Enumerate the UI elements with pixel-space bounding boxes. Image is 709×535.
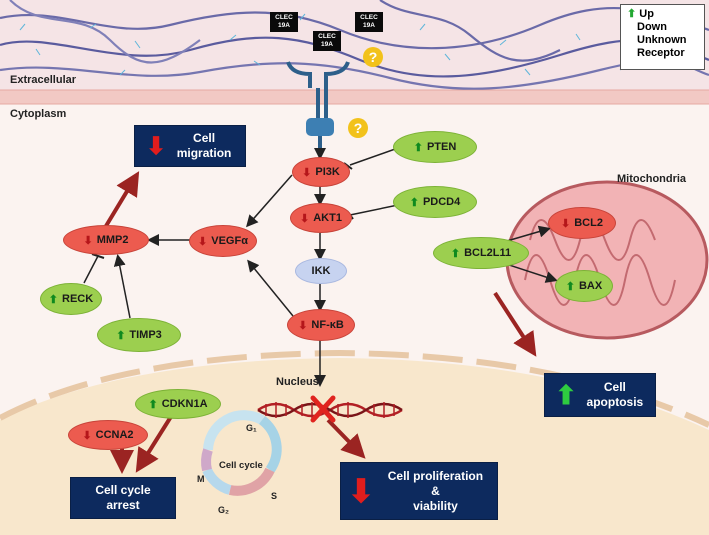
ccna2-label: CCNA2: [95, 429, 134, 441]
cell-apoptosis-box: ⬆ Cell apoptosis: [544, 373, 656, 417]
up-arrow-icon: ⬆: [409, 196, 419, 209]
cell-cycle-s: S: [271, 491, 278, 501]
bax-label: BAX: [578, 280, 603, 292]
mmp2-node: ⬇MMP2: [63, 225, 149, 255]
ikk-label: IKK: [311, 265, 331, 277]
pten-node: ⬆PTEN: [393, 131, 477, 163]
nfkb-label: NF-κB: [311, 319, 344, 331]
mitochondria-label: Mitochondria: [617, 173, 687, 185]
bax-node: ⬆BAX: [555, 270, 613, 302]
cell-proliferation-line2: &: [431, 483, 440, 498]
timp3-node: ⬆TIMP3: [97, 318, 181, 352]
cdkn1a-label: CDKN1A: [161, 398, 208, 410]
nfkb-node: ⬇NF-κB: [287, 309, 355, 341]
legend-unknown-label: Unknown: [637, 34, 687, 46]
cell-proliferation-text: Cell proliferation & viability: [380, 469, 490, 514]
up-arrow-icon: ⬆: [413, 141, 423, 154]
extracellular-label: Extracellular: [10, 74, 77, 86]
bcl2-node: ⬇BCL2: [548, 207, 616, 239]
down-arrow-icon: ⬇: [83, 234, 93, 247]
bcl2l11-label: BCL2L11: [464, 247, 512, 259]
bcl2-label: BCL2: [574, 217, 603, 229]
down-arrow-icon: ⬇: [82, 429, 92, 442]
legend-up: ⬆ Up: [627, 8, 698, 21]
cell-proliferation-box: ⬇ Cell proliferation & viability: [340, 462, 498, 520]
cell-proliferation-line1: Cell proliferation: [387, 468, 484, 483]
legend-up-label: Up: [639, 8, 654, 20]
up-arrow-icon: ⬆: [48, 293, 59, 306]
down-arrow-icon: ⬇: [145, 132, 167, 160]
bcl2l11-node: ⬆BCL2L11: [433, 237, 529, 269]
legend-down-label: Down: [637, 21, 667, 33]
up-arrow-icon: ⬆: [450, 247, 461, 260]
legend-receptor-label: Receptor: [637, 47, 685, 59]
cell-apoptosis-label: Cell apoptosis: [586, 380, 644, 409]
down-arrow-icon: ⬇: [298, 319, 308, 332]
vegfa-label: VEGFα: [211, 235, 248, 247]
down-arrow-icon: ⬇: [347, 473, 375, 509]
cdkn1a-node: ⬆CDKN1A: [135, 389, 221, 419]
up-arrow-icon: ⬆: [148, 398, 158, 411]
cell-cycle-g2: G₂: [218, 505, 229, 515]
cell-migration-label: Cell migration: [176, 131, 232, 160]
unknown-mechanism-icon: ?: [348, 118, 368, 138]
up-arrow-icon: ⬆: [555, 379, 577, 410]
vegfa-node: ⬇VEGFα: [189, 225, 257, 257]
clec19a-label-center: CLEC 19A: [313, 31, 341, 51]
up-arrow-icon: ⬆: [565, 280, 575, 293]
ikk-node: IKK: [295, 258, 347, 284]
akt1-label: AKT1: [313, 212, 342, 224]
up-arrow-icon: ⬆: [116, 329, 126, 342]
reck-label: RECK: [62, 293, 94, 305]
cell-cycle-arrest-label: Cell cycle arrest: [95, 483, 151, 512]
pdcd4-node: ⬆PDCD4: [393, 186, 477, 218]
cell-cycle-arrest-box: Cell cycle arrest: [70, 477, 176, 519]
cell-cycle-title: Cell cycle: [219, 460, 263, 471]
pi3k-label: PI3K: [315, 166, 340, 178]
ccna2-node: ⬇CCNA2: [68, 420, 148, 450]
clec19a-label-left: CLEC 19A: [270, 12, 298, 32]
nucleus-label: Nucleus: [276, 376, 319, 388]
cell-proliferation-line3: viability: [413, 498, 458, 513]
clec19a-label-right: CLEC 19A: [355, 12, 383, 32]
cell-cycle-g1: G₁: [246, 423, 257, 433]
up-arrow-icon: ⬆: [627, 8, 637, 20]
cell-migration-box: ⬇ Cell migration: [134, 125, 246, 167]
mmp2-label: MMP2: [96, 234, 129, 246]
pi3k-node: ⬇PI3K: [292, 157, 350, 187]
akt1-node: ⬇AKT1: [290, 203, 352, 233]
legend: ⬆ Up Down Unknown Receptor: [620, 4, 705, 70]
unknown-receptor-icon: ?: [363, 47, 383, 67]
timp3-label: TIMP3: [129, 329, 162, 341]
down-arrow-icon: ⬇: [300, 212, 310, 225]
reck-node: ⬆RECK: [40, 283, 102, 315]
cell-cycle-m: M: [197, 474, 205, 484]
down-arrow-icon: ⬇: [561, 217, 571, 230]
down-arrow-icon: ⬇: [198, 235, 208, 248]
down-arrow-icon: ⬇: [302, 166, 312, 179]
cytoplasm-label: Cytoplasm: [10, 108, 67, 120]
pten-label: PTEN: [426, 141, 457, 153]
pdcd4-label: PDCD4: [422, 196, 461, 208]
